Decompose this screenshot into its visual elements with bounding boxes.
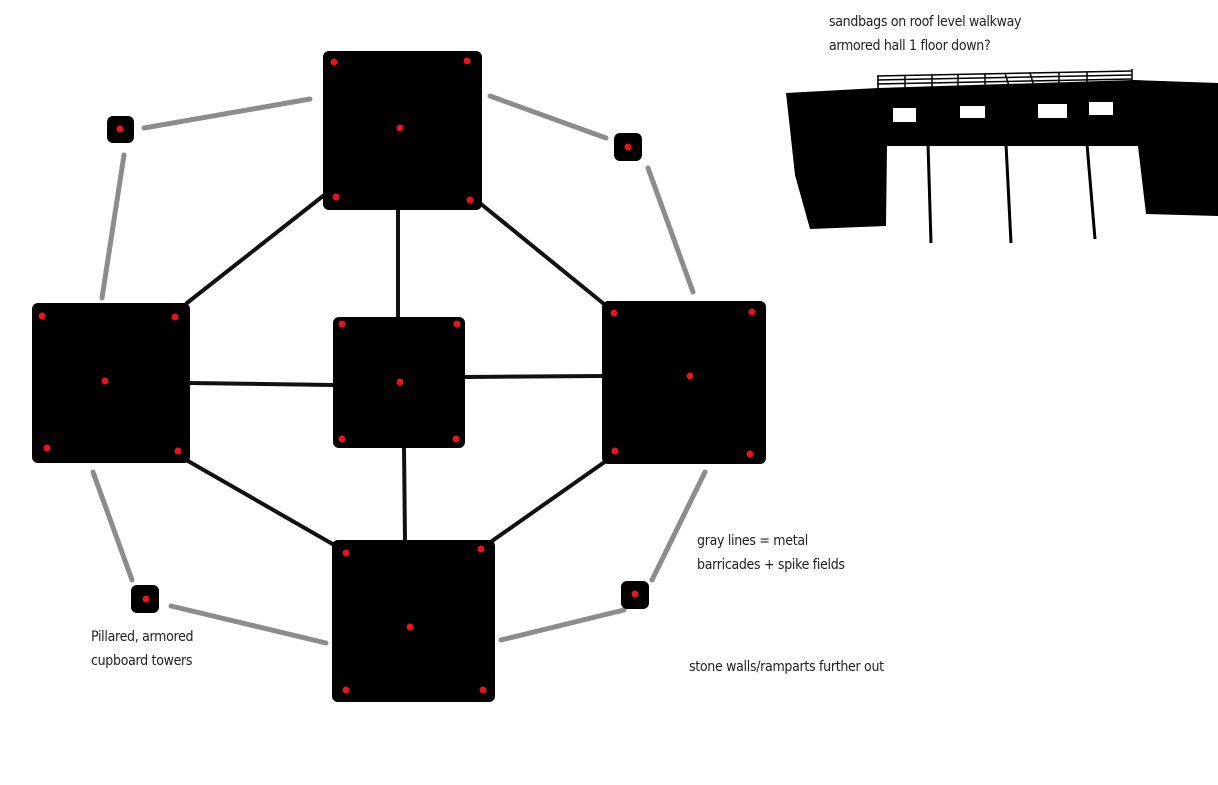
pillar-dot [631,590,639,598]
railing-post [1029,72,1035,87]
pillar-dot [686,372,694,380]
pillar-dot [624,143,632,151]
roof-note-line-1: sandbags on roof level walkway [829,14,1022,30]
inner-walls [185,194,608,548]
pillar-dot [748,308,756,316]
pillar-dot [342,549,350,557]
railing-post [1004,72,1010,87]
barricades [90,93,708,646]
wall-south-west [186,459,338,548]
pillar-dot [43,444,51,452]
pillar-dot [479,686,487,694]
wall-north-east [479,202,606,306]
pillar-dot [611,447,619,455]
elevation-supports [926,143,1097,244]
roof-note: sandbags on roof level walkway armored h… [829,10,1021,58]
pillar-dot [142,595,150,603]
legend-note: gray lines = metal barricades + spike fi… [697,529,845,577]
barricade-ne-top [487,93,609,141]
elevation-window [960,106,985,118]
pillar-dot [330,58,338,66]
barricade-se-side [649,469,708,583]
pillar-dot [332,193,340,201]
barricade-sw-bottom [168,603,329,646]
pillar-dot [610,309,618,317]
pillar-dot [453,320,461,328]
wall-west-center [187,381,336,387]
wall-north-west [185,194,325,305]
barricade-nw-top [141,96,313,131]
pillar-dot [396,378,404,386]
buildings [32,51,766,702]
pillar-dot [338,320,346,328]
elevation-support [1085,143,1097,240]
pillars [38,57,756,694]
barricade-sw-side [90,469,135,583]
towers-note-line-2: cupboard towers [91,653,193,669]
wall-south-center [402,445,407,544]
legend-note-line-1: gray lines = metal [697,533,808,549]
building-south [332,540,495,702]
towers-note: Pillared, armored cupboard towers [91,625,194,673]
elevation-body [786,80,1218,229]
pillar-dot [406,623,414,631]
pillar-dot [101,377,109,385]
pillar-dot [342,686,350,694]
side-elevation-sketch [786,69,1218,244]
pillar-dot [466,196,474,204]
building-north [323,51,482,210]
wall-east-center [462,374,605,379]
elevation-support [926,143,933,244]
building-west [32,303,190,463]
pillar-dot [38,312,46,320]
legend-note-line-2: barricades + spike fields [697,557,845,573]
walls-note-line: stone walls/ramparts further out [689,659,884,675]
pillar-dot [452,435,460,443]
pillar-dot [463,57,471,65]
roof-note-line-2: armored hall 1 floor down? [829,38,991,54]
pillar-dot [338,435,346,443]
pillar-dot [116,125,124,133]
railing-line [876,78,1133,85]
pillar-dot [174,447,182,455]
elevation-window [893,108,916,122]
barricade-ne-side [645,165,696,295]
pillar-dot [396,124,404,132]
pillar-dot [171,313,179,321]
elevation-support [1004,143,1013,244]
building-east [602,301,766,464]
walls-note: stone walls/ramparts further out [689,655,884,679]
pillar-dot [746,450,754,458]
barricade-se-bottom [498,607,627,643]
pillar-dot [477,545,485,553]
elevation-railing [876,69,1133,90]
towers-note-line-1: Pillared, armored [91,629,194,645]
barricade-nw-side [99,152,127,301]
elevation-window [1089,102,1113,115]
railing-line [876,74,1133,81]
wall-south-east [490,459,608,543]
elevation-window [1038,104,1067,118]
